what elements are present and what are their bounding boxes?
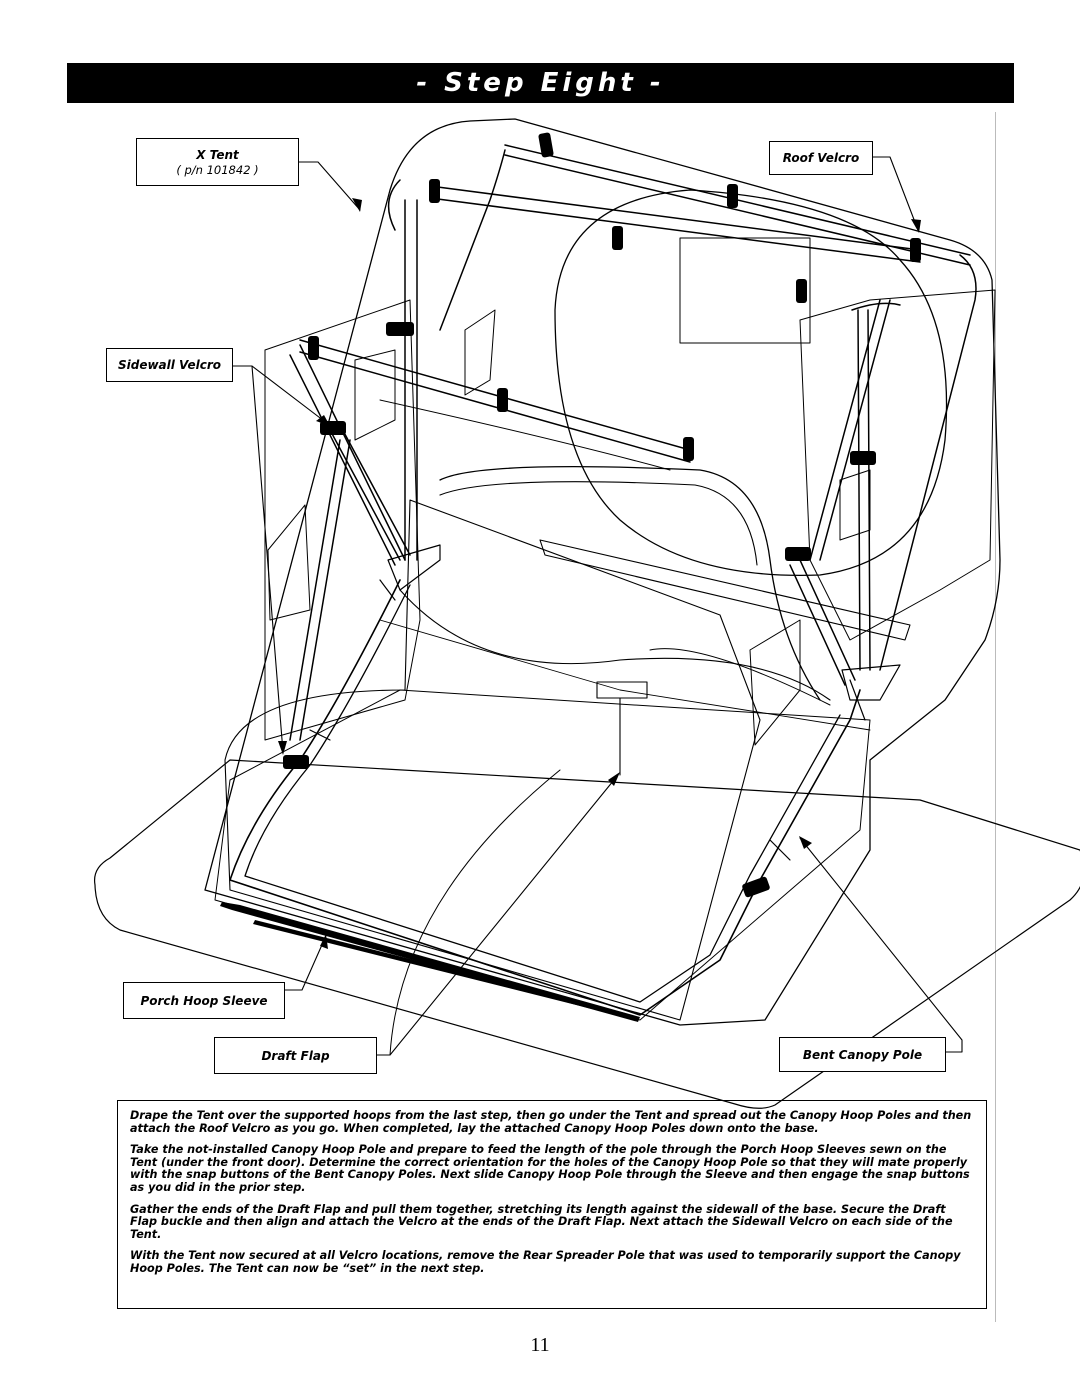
callout-x-tent-part-number: ( p/n 101842 ) [176, 162, 259, 177]
callout-draft-flap-label: Draft Flap [261, 1048, 330, 1063]
velcro-bands [283, 132, 921, 898]
callout-x-tent-label: X Tent [196, 147, 239, 162]
draft-flap-slot [649, 648, 831, 706]
callout-roof-velcro: Roof Velcro [769, 141, 873, 175]
page-number: 11 [530, 1334, 550, 1356]
tent-rear-wall [799, 289, 996, 641]
porch-hoop-pole [229, 579, 861, 1016]
bent-canopy-poles [289, 299, 891, 741]
tent-inner-floor [214, 689, 871, 1021]
tent-shell-outline [204, 118, 1001, 1026]
arrowheads [278, 198, 921, 949]
instructions-box: Drape the Tent over the supported hoops … [117, 1100, 987, 1309]
instruction-paragraph: With the Tent now secured at all Velcro … [130, 1249, 961, 1275]
side-pocket-right [749, 619, 801, 746]
draft-flap-zip [539, 539, 911, 641]
callout-sidewall-velcro: Sidewall Velcro [106, 348, 233, 382]
base-footprint [93, 759, 1080, 1109]
callout-bent-canopy-pole-label: Bent Canopy Pole [802, 1047, 923, 1062]
instruction-paragraph: Take the not-installed Canopy Hoop Pole … [130, 1143, 970, 1194]
buckle-block [596, 681, 648, 699]
callout-porch-hoop-sleeve: Porch Hoop Sleeve [123, 982, 285, 1019]
step-title-banner: - Step Eight - [67, 63, 1014, 103]
callout-draft-flap: Draft Flap [214, 1037, 377, 1074]
callout-roof-velcro-label: Roof Velcro [782, 151, 860, 165]
porch-hoop-sleeve-stripes [220, 902, 640, 1022]
callout-bent-canopy-pole: Bent Canopy Pole [779, 1037, 946, 1072]
tent-side-panel [264, 299, 421, 741]
instruction-paragraph: Gather the ends of the Draft Flap and pu… [130, 1202, 953, 1241]
callout-leader-lines [232, 156, 963, 1056]
tent-roof-window [554, 189, 948, 577]
pole-brackets [309, 544, 901, 861]
side-pocket-rear [839, 469, 871, 541]
side-pocket-left [267, 504, 311, 621]
callout-porch-hoop-sleeve-label: Porch Hoop Sleeve [140, 993, 268, 1008]
callout-x-tent: X Tent ( p/n 101842 ) [136, 138, 299, 186]
page-edge-line [995, 112, 996, 1322]
roof-vent-flap [679, 237, 811, 344]
callout-sidewall-velcro-label: Sidewall Velcro [117, 358, 221, 372]
draft-flap-curve [399, 589, 831, 701]
canopy-hoop-poles [299, 144, 977, 671]
inner-rod [379, 399, 671, 471]
porch-hoop-curve [439, 466, 821, 701]
instruction-paragraph: Drape the Tent over the supported hoops … [130, 1109, 972, 1135]
tent-front-door-frame [224, 499, 761, 1021]
step-title: - Step Eight - [416, 68, 665, 98]
